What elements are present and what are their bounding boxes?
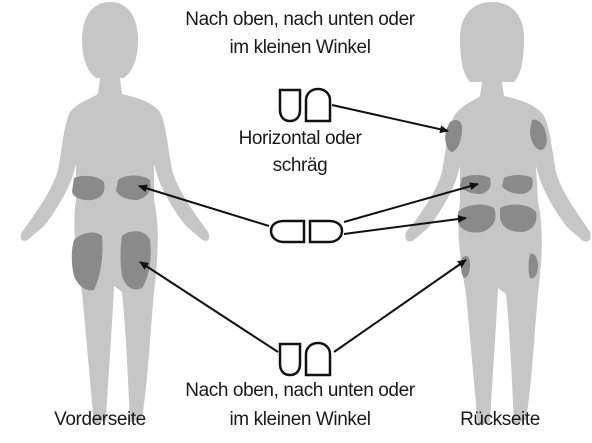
front-head-hair	[82, 2, 138, 78]
bottom-instruction-line-2: im kleinen Winkel	[150, 408, 450, 431]
middle-instruction-line-2: schräg	[200, 154, 400, 177]
vertical-pod-pair-icon	[280, 89, 330, 121]
back-head-hair	[460, 2, 524, 82]
arrow-to-front-thigh	[140, 262, 278, 352]
horizontal-pod-pair-icon	[271, 221, 342, 242]
front-body-silhouette	[21, 2, 210, 424]
arrow-to-back-thigh	[334, 260, 466, 352]
vertical-pod-pair-icon-bottom	[280, 343, 330, 375]
back-view-caption: Rückseite	[430, 408, 570, 431]
arrow-to-front-abdomen	[139, 186, 269, 226]
arrow-to-back-flank	[344, 184, 478, 222]
top-instruction-line-1: Nach oben, nach unten oder	[150, 8, 450, 31]
front-abdomen-left-site	[72, 176, 105, 200]
back-torso	[405, 82, 590, 426]
arrow-to-back-buttock	[344, 218, 466, 234]
middle-instruction-line-1: Horizontal oder	[200, 127, 400, 150]
front-torso	[21, 78, 210, 424]
bottom-instruction-line-1: Nach oben, nach unten oder	[150, 379, 450, 402]
top-instruction-line-2: im kleinen Winkel	[150, 36, 450, 59]
front-view-caption: Vorderseite	[30, 408, 170, 431]
back-body-silhouette	[405, 2, 590, 426]
